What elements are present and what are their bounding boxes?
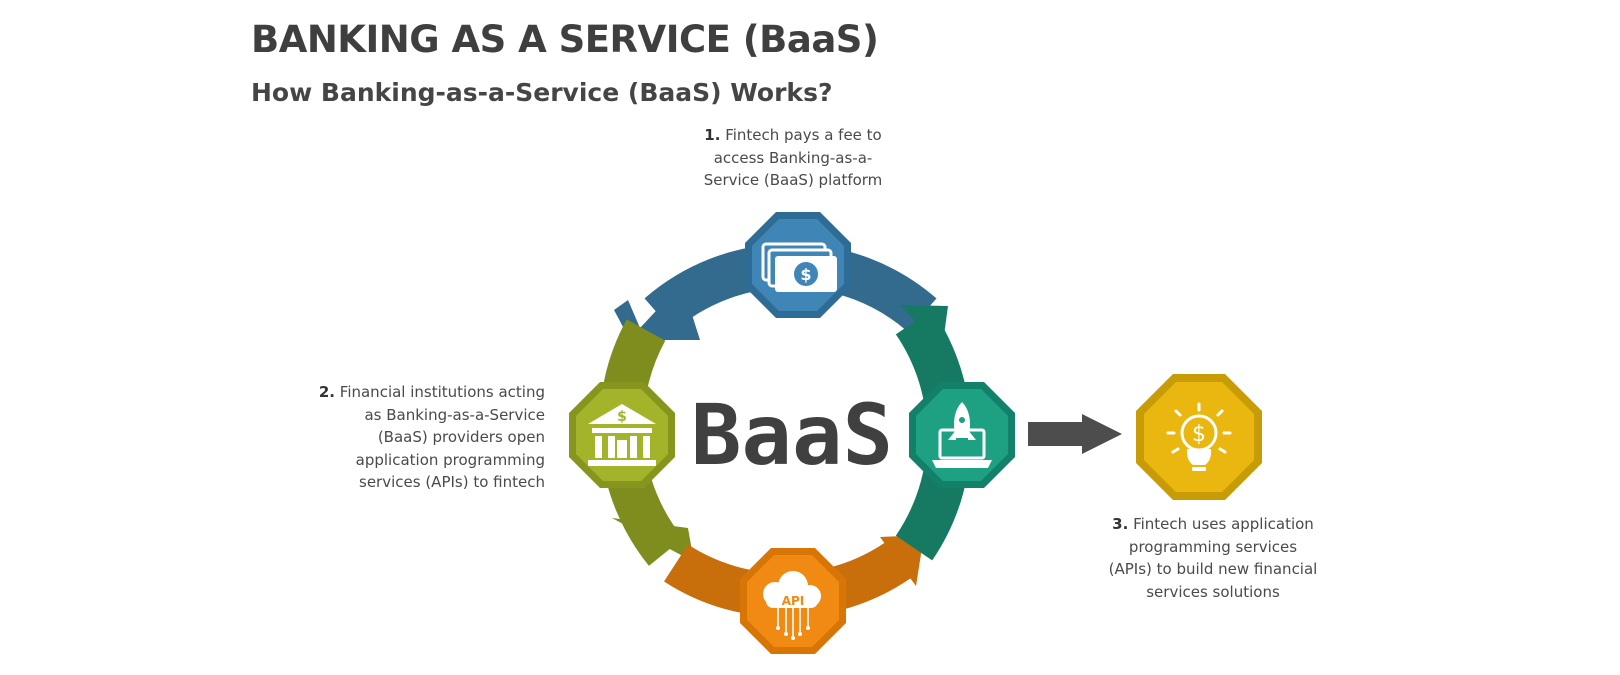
step-2-line-5: services (APIs) to fintech (359, 473, 545, 491)
step-1-line-2: access Banking-as-a- (713, 148, 873, 167)
step-3-line-1: Fintech uses application (1133, 515, 1314, 533)
api-label: API (782, 594, 805, 608)
api-cloud-icon: API (763, 571, 821, 640)
node-money: $ (745, 212, 851, 318)
step-2-line-1: Financial institutions acting (339, 383, 545, 401)
step-2-number: 2. (318, 383, 335, 401)
arc-orange-arrowhead (880, 535, 924, 586)
node-bank: $ (569, 382, 675, 488)
rocket-laptop-icon (932, 402, 992, 468)
step-2-line-2: as Banking-as-a-Service (364, 405, 545, 424)
svg-text:$: $ (800, 265, 811, 284)
step-1-line-1: Fintech pays a fee to (725, 126, 882, 144)
step-1-line-3: Service (BaaS) platform (703, 171, 883, 189)
step-3-description: 3. Fintech uses application programming … (1088, 513, 1338, 603)
node-api: API (740, 548, 846, 654)
node-outcome: $ (1136, 374, 1262, 500)
step-3-number: 3. (1112, 515, 1129, 533)
dollar-bulb-icon: $ (1166, 402, 1232, 471)
step-2-line-3: (BaaS) providers open (377, 428, 545, 446)
step-3-line-4: services solutions (1146, 582, 1280, 601)
outcome-arrow (1028, 414, 1122, 454)
bank-icon: $ (588, 404, 656, 466)
arc-teal-arrowhead (900, 305, 948, 350)
step-1-description: 1. Fintech pays a fee to access Banking-… (683, 124, 903, 192)
arc-olive-arrowhead (612, 518, 694, 562)
svg-text:$: $ (1192, 422, 1206, 447)
money-icon: $ (761, 242, 837, 292)
page-title: BANKING AS A SERVICE (BaaS) (251, 18, 879, 61)
node-rocket (909, 382, 1015, 488)
center-label: BaaS (691, 386, 893, 484)
step-3-line-3: (APIs) to build new financial (1108, 560, 1318, 578)
step-2-description: 2. Financial institutions acting as Bank… (305, 381, 545, 494)
page-subtitle: How Banking-as-a-Service (BaaS) Works? (251, 78, 833, 107)
step-2-line-4: application programming (355, 450, 545, 469)
svg-text:$: $ (617, 409, 627, 425)
step-3-line-2: programming services (1128, 537, 1298, 556)
step-1-number: 1. (704, 126, 721, 144)
